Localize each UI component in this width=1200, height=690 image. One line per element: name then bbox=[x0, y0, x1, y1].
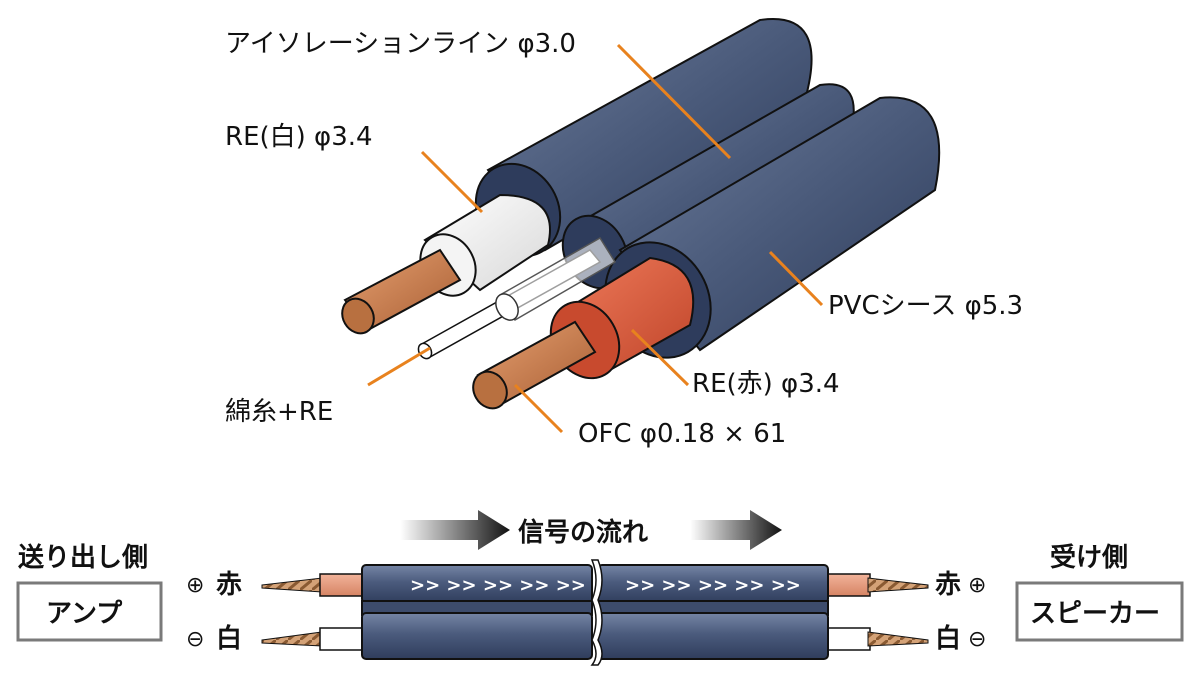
leader-re-red bbox=[630, 328, 690, 387]
amp-label: アンプ bbox=[46, 599, 123, 629]
leader-cotton bbox=[367, 346, 431, 387]
label-re-white: RE(白) φ3.4 bbox=[225, 122, 373, 152]
leader-isolation bbox=[616, 43, 732, 160]
right-leads bbox=[827, 573, 929, 651]
cable-break bbox=[590, 559, 603, 666]
right-minus-color: 白 bbox=[935, 623, 961, 654]
label-cotton: 綿糸+RE bbox=[225, 397, 333, 427]
flat-cable bbox=[361, 559, 829, 666]
left-plus-icon: ⊕ bbox=[186, 573, 204, 598]
amp-box bbox=[16, 581, 163, 642]
speaker-label: スピーカー bbox=[1030, 599, 1160, 629]
cotton-thread bbox=[417, 236, 617, 360]
copper-strand-red bbox=[472, 320, 597, 410]
signal-flow-label: 信号の流れ bbox=[518, 518, 648, 548]
right-minus-icon: ⊖ bbox=[968, 627, 986, 652]
signal-flow: 信号の流れ bbox=[400, 510, 782, 550]
leader-pvc bbox=[768, 250, 824, 307]
left-plus-color: 赤 bbox=[216, 570, 242, 600]
label-re-red: RE(赤) φ3.4 bbox=[692, 369, 840, 399]
cable-arrows-left: >> >> >> >> >> bbox=[410, 575, 586, 596]
left-minus-icon: ⊖ bbox=[186, 627, 204, 652]
left-leads bbox=[261, 573, 363, 651]
flow-arrow-right bbox=[690, 510, 782, 550]
label-isolation: アイソレーションライン φ3.0 bbox=[225, 29, 576, 59]
right-plus-icon: ⊕ bbox=[968, 573, 986, 598]
label-ofc: OFC φ0.18 × 61 bbox=[578, 419, 786, 449]
copper-strand-white bbox=[341, 248, 462, 335]
right-plus-color: 赤 bbox=[935, 570, 961, 600]
leader-lines bbox=[367, 43, 824, 434]
right-heading: 受け側 bbox=[1050, 542, 1128, 573]
leader-re-white bbox=[420, 150, 484, 214]
cable-arrows-right: >> >> >> >> >> bbox=[625, 575, 801, 596]
label-pvc: PVCシース φ5.3 bbox=[828, 291, 1023, 321]
leader-ofc bbox=[513, 383, 564, 434]
flow-arrow-left bbox=[400, 510, 510, 550]
left-minus-color: 白 bbox=[216, 623, 242, 654]
left-heading: 送り出し側 bbox=[18, 543, 148, 573]
cable-3d bbox=[341, 18, 941, 410]
speaker-box bbox=[1015, 581, 1184, 642]
